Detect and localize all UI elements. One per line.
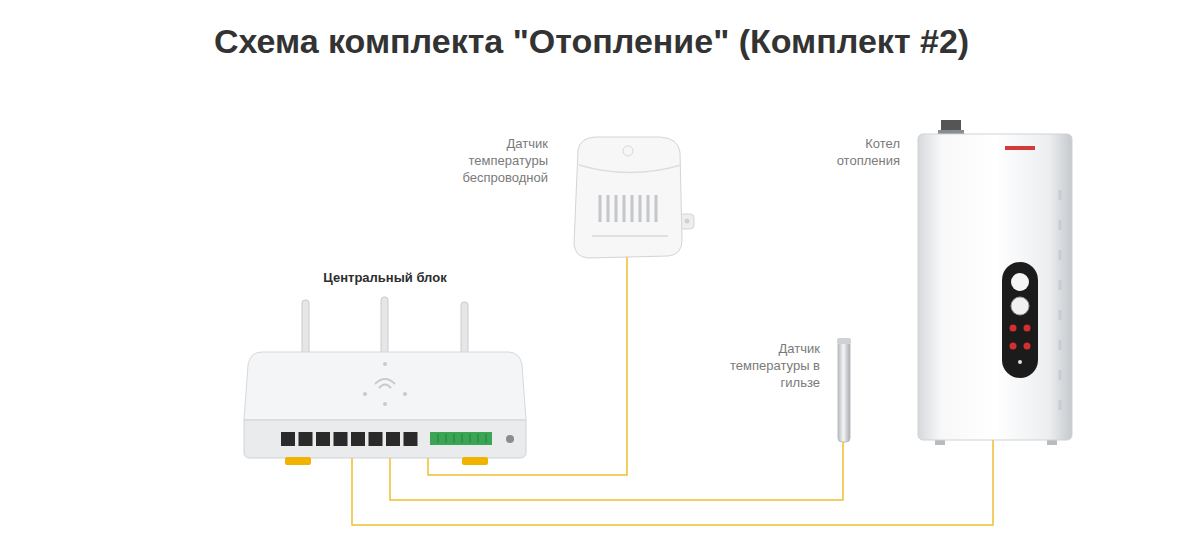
router-foot <box>462 457 488 465</box>
page-title: Схема комплекта "Отопление" (Комплект #2… <box>0 20 1183 62</box>
port <box>334 432 348 446</box>
button <box>1024 343 1031 350</box>
button <box>1010 325 1017 332</box>
port <box>386 432 400 446</box>
button <box>1024 325 1031 332</box>
sensor-vents <box>592 235 668 237</box>
wifi-icon <box>375 379 395 384</box>
sensor-edge <box>579 165 681 173</box>
indicator <box>383 402 387 406</box>
sensor-body <box>574 137 682 258</box>
gauge <box>1011 297 1029 315</box>
port <box>404 432 418 446</box>
device-node: Датчик температуры в гильзе <box>720 338 855 442</box>
boiler-vents <box>1059 190 1062 410</box>
antenna <box>381 297 388 356</box>
terminal-block <box>430 432 492 445</box>
wire-connector <box>390 442 843 500</box>
sensor-logo <box>623 146 633 156</box>
device-label: Центральный блок <box>244 269 526 286</box>
wireless-sensor-illustration <box>574 137 694 258</box>
button <box>1010 343 1017 350</box>
antenna <box>461 302 468 356</box>
boiler-logo <box>1005 146 1035 150</box>
device-node: Котел отопления <box>815 115 1075 440</box>
probe-sleeve <box>838 340 850 442</box>
device-node: Центральный блок <box>244 265 526 458</box>
indicator <box>403 392 407 396</box>
port <box>281 432 295 446</box>
control-panel <box>1002 262 1038 378</box>
gauge <box>1011 273 1029 291</box>
sensor-vents <box>600 195 656 222</box>
antenna <box>302 300 309 356</box>
wifi-icon <box>379 385 391 389</box>
terminal-slots <box>438 434 486 443</box>
port <box>351 432 365 446</box>
indicator <box>383 362 387 366</box>
router-illustration <box>244 297 526 465</box>
indicator <box>1018 360 1022 364</box>
boiler-body <box>918 134 1072 440</box>
boiler-illustration <box>918 120 1072 445</box>
router-top <box>244 352 526 420</box>
power-jack <box>506 435 514 443</box>
wire-connector <box>428 257 627 475</box>
probe-sensor-illustration <box>837 338 851 442</box>
mount-hole <box>685 219 690 224</box>
port <box>316 432 330 446</box>
wire-connector <box>352 440 993 525</box>
router-front <box>244 420 526 458</box>
port <box>299 432 313 446</box>
device-label: Датчик температуры беспроводной <box>453 135 548 186</box>
device-node: Датчик температуры беспроводной <box>450 130 695 257</box>
probe-cap <box>837 338 851 344</box>
device-label: Котел отопления <box>818 135 900 169</box>
device-label: Датчик температуры в гильзе <box>725 340 820 391</box>
port <box>369 432 383 446</box>
router-foot <box>285 457 311 465</box>
indicator <box>363 392 367 396</box>
